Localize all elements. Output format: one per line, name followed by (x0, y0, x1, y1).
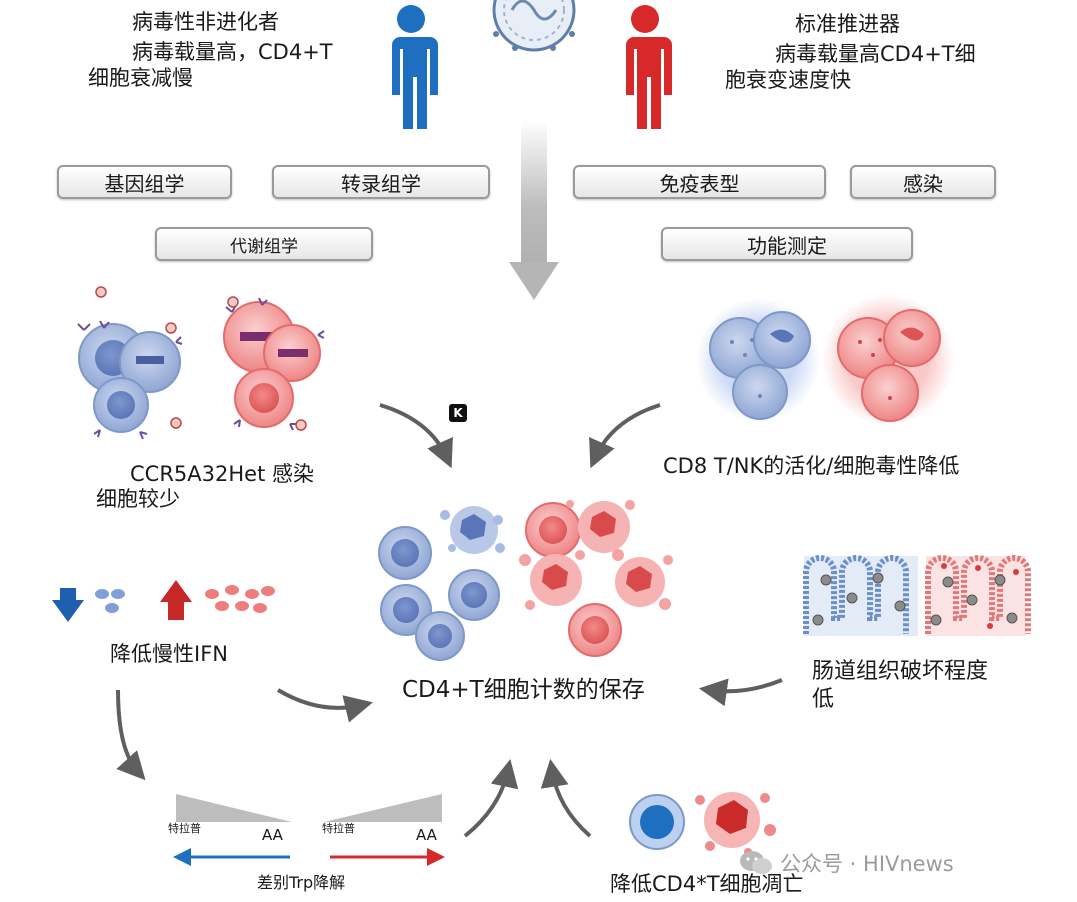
gut-label-line1: 肠道组织破坏程度 (812, 659, 989, 684)
metabolomics-pill: 代谢组学 (155, 227, 373, 261)
left-patient-desc-line1: 病毒载量高，CD4+T (132, 40, 333, 64)
red-person-icon (626, 5, 672, 129)
blue-person-icon (392, 5, 438, 129)
central-arrow (509, 120, 559, 300)
cd4-depletion-label: 降低CD4*T细胞凋亡 (610, 872, 804, 896)
immunophenotype-pill: 免疫表型 (573, 165, 826, 199)
virus-icon (492, 0, 576, 52)
trp-illustration (173, 794, 445, 866)
ifn-label: 降低慢性IFN (110, 642, 228, 666)
k-badge-icon (449, 404, 467, 422)
cd8-nk-cells-illustration (696, 294, 954, 426)
gut-tissue-illustration (803, 555, 1031, 636)
cd8-nk-label: CD8 T/NK的活化/细胞毒性降低 (663, 454, 960, 478)
center-cells-illustration (378, 500, 673, 661)
right-patient-title: 标准推进器 (795, 12, 900, 36)
ccr5-label-line2: 细胞较少 (96, 487, 180, 511)
functional-assay-pill: 功能测定 (661, 227, 913, 261)
ccr5-cells-illustration (77, 286, 325, 440)
left-patient-title: 病毒性非进化者 (132, 10, 279, 34)
watermark-text: 公众号 · HIVnews (780, 852, 954, 876)
trp-label: 差别Trp降解 (257, 873, 346, 892)
right-patient-desc-line2: 胞衰变速度快 (725, 68, 851, 92)
left-patient-desc-line2: 细胞衰减慢 (88, 66, 193, 90)
trp-left-aa: AA (262, 826, 283, 844)
infection-pill: 感染 (850, 165, 996, 199)
trp-left-small: 特拉普 (168, 822, 201, 835)
transcriptomics-pill: 转录组学 (272, 165, 490, 199)
connector-arrows (116, 403, 783, 838)
ifn-illustration (52, 580, 275, 622)
gut-label-line2: 低 (812, 687, 835, 712)
cd4-preservation-label: CD4+T细胞计数的保存 (402, 677, 645, 703)
wechat-icon (740, 851, 772, 874)
genomics-pill: 基因组学 (57, 165, 232, 199)
watermark: 公众号 · HIVnews (738, 848, 954, 878)
ccr5-label-line1: CCR5A32Het 感染 (130, 462, 314, 486)
cd4-depletion-illustration (629, 792, 776, 856)
right-patient-desc-line1: 病毒载量高CD4+T细 (775, 42, 976, 66)
trp-right-aa: AA (416, 826, 437, 844)
trp-right-small: 特拉普 (322, 822, 355, 835)
k-badge-text: K (453, 406, 463, 420)
